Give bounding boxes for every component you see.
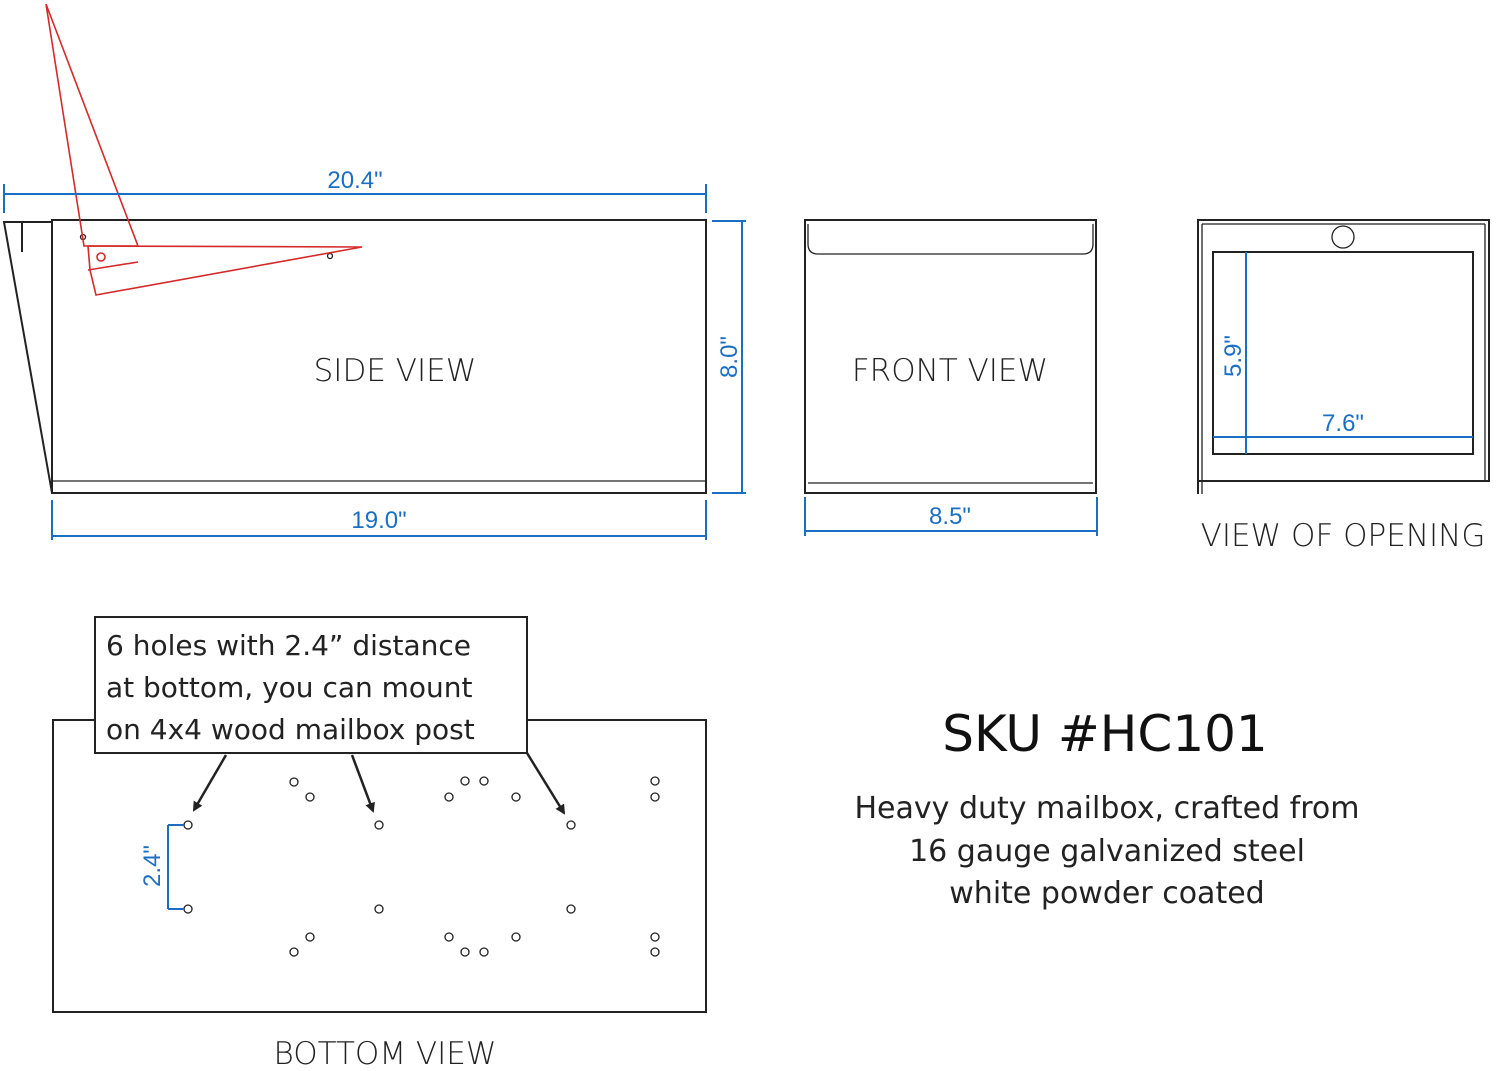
- opening-view: 5.9" 7.6" VIEW OF OPENING: [1197, 219, 1490, 554]
- hole: [511, 932, 521, 942]
- side-view-label: SIDE VIEW: [314, 353, 477, 389]
- mount-hole: [566, 904, 576, 914]
- sku-title: SKU #HC101: [942, 705, 1268, 763]
- callout-line-3: on 4x4 wood mailbox post: [106, 713, 475, 746]
- mount-hole: [374, 904, 384, 914]
- hole: [511, 792, 521, 802]
- dim-front-width: 8.5": [804, 497, 1098, 536]
- dim-opening-width-label: 7.6": [1322, 410, 1364, 437]
- mount-hole: [374, 820, 384, 830]
- dim-opening-height: 5.9": [1220, 252, 1247, 454]
- hole: [305, 932, 315, 942]
- bottom-view: 2.4" 6 holes with 2.4” distance at botto…: [52, 616, 707, 1071]
- dim-height: 8.0": [712, 220, 746, 494]
- hole: [444, 932, 454, 942]
- description-line-2: 16 gauge galvanized steel: [909, 834, 1305, 869]
- front-view: FRONT VIEW 8.5": [804, 219, 1098, 536]
- description-line-3: white powder coated: [949, 876, 1264, 911]
- dim-opening-width: 7.6": [1213, 410, 1473, 438]
- opening-area: [1212, 251, 1474, 455]
- hole: [289, 777, 299, 787]
- hole: [289, 947, 299, 957]
- dim-side-total-label: 20.4": [327, 167, 382, 194]
- callout-arrow: [192, 754, 228, 812]
- hole: [460, 776, 470, 786]
- front-view-label: FRONT VIEW: [852, 353, 1048, 389]
- hole: [444, 792, 454, 802]
- hole: [650, 792, 660, 802]
- mount-hole: [183, 904, 193, 914]
- hole: [650, 932, 660, 942]
- callout-box: [94, 616, 528, 754]
- flag-icon: [45, 3, 363, 296]
- side-rivet: [326, 252, 334, 260]
- hole: [650, 776, 660, 786]
- callout-line-2: at bottom, you can mount: [106, 671, 473, 704]
- bottom-holes: [183, 776, 660, 957]
- hole: [479, 947, 489, 957]
- callout-line-1: 6 holes with 2.4” distance: [106, 629, 471, 662]
- mount-hole: [566, 820, 576, 830]
- hole: [650, 947, 660, 957]
- dim-front-width-label: 8.5": [929, 503, 971, 530]
- lock-hole-icon: [1331, 225, 1355, 249]
- hole: [479, 776, 489, 786]
- product-info: SKU #HC101 Heavy duty mailbox, crafted f…: [855, 705, 1360, 911]
- dim-hole-spacing-label: 2.4": [139, 845, 166, 887]
- opening-frame: [1197, 219, 1490, 494]
- description-line-1: Heavy duty mailbox, crafted from: [855, 791, 1360, 826]
- callout-arrow: [350, 754, 375, 813]
- dim-side-body-label: 19.0": [351, 507, 406, 534]
- callout-arrow: [525, 752, 566, 815]
- dim-opening-height-label: 5.9": [1220, 335, 1247, 377]
- dim-side-total: 20.4": [3, 167, 707, 213]
- front-lid: [807, 224, 1094, 255]
- front-body: [804, 219, 1097, 494]
- dim-height-label: 8.0": [716, 336, 743, 378]
- dim-hole-spacing: 2.4": [139, 824, 184, 910]
- hole: [460, 947, 470, 957]
- bottom-view-label: BOTTOM VIEW: [273, 1036, 496, 1071]
- callout: 6 holes with 2.4” distance at bottom, yo…: [94, 616, 566, 815]
- mount-hole: [183, 820, 193, 830]
- dim-side-body: 19.0": [51, 500, 707, 540]
- side-view: SIDE VIEW 20.4" 19.0" 8.0": [2, 3, 746, 540]
- hole: [305, 792, 315, 802]
- side-body: [51, 219, 707, 494]
- opening-view-label: VIEW OF OPENING: [1201, 518, 1486, 554]
- side-front-panel: [2, 221, 53, 494]
